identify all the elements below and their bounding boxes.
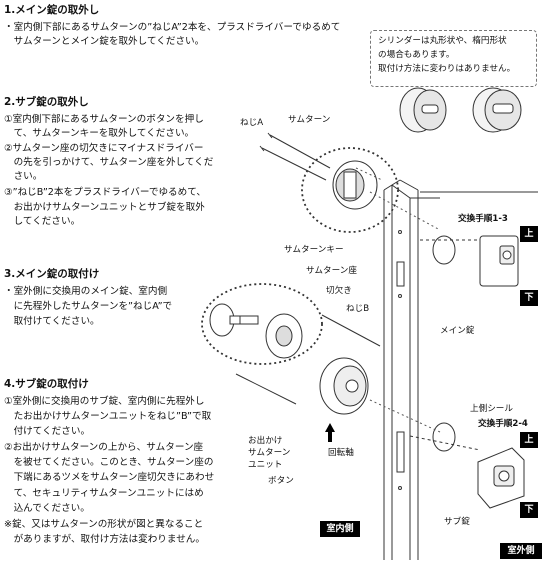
section-4-line: がありますが、取付け方法は変わりません。 bbox=[4, 534, 205, 545]
label-exchange-13: 交換手順1-3 bbox=[458, 214, 508, 224]
section-4-line: 付けてください。 bbox=[4, 426, 91, 437]
badge-top: 上 bbox=[520, 432, 538, 448]
section-1-line: ・室内側下部にあるサムターンの”ねじA”2本を、プラスドライバーでゆるめて bbox=[4, 22, 341, 33]
section-3-line: 取付けてください。 bbox=[4, 316, 100, 327]
cylinder-round-icon bbox=[399, 87, 447, 133]
label-notch: 切欠き bbox=[326, 286, 352, 296]
cylinder-note-line: 取付け方法に変わりはありません。 bbox=[378, 64, 516, 74]
label-screw-b: ねじB bbox=[346, 304, 370, 314]
guide-lines bbox=[355, 167, 441, 433]
highlight-ellipse bbox=[201, 283, 323, 365]
thumbturn-seat-icon bbox=[265, 313, 303, 359]
section-3-line: に先程外したサムターンを”ねじA”で bbox=[4, 301, 173, 312]
label-button: ボタン bbox=[268, 476, 294, 486]
cylinder-oval-icon bbox=[472, 87, 522, 133]
section-2-line: て、サムターンキーを取外してください。 bbox=[4, 128, 195, 139]
section-4-line: ①室外側に交換用のサブ錠、室内側に先程外し bbox=[4, 396, 205, 407]
badge-indoor: 室内側 bbox=[320, 521, 360, 537]
badge-top: 上 bbox=[520, 226, 538, 242]
section-4-line: を被せてください。このとき、サムターン座の bbox=[4, 457, 214, 468]
section-2-line: お出かけサムターンユニットとサブ錠を取外 bbox=[4, 202, 205, 213]
screw-a-icon bbox=[259, 132, 331, 181]
section-4-line: て、セキュリティサムターンユニットにはめ bbox=[4, 488, 204, 499]
up-arrow-icon bbox=[325, 423, 335, 442]
label-rotation-shaft: 回転軸 bbox=[328, 448, 354, 458]
section-4-heading: 4.サブ錠の取付け bbox=[4, 378, 89, 390]
screw-b-icon bbox=[235, 314, 381, 405]
label-sub-lock: サブ錠 bbox=[444, 517, 470, 527]
section-2-line: してください。 bbox=[4, 216, 81, 227]
section-2-line: の先を引っかけて、サムターン座を外してくだ bbox=[4, 157, 214, 168]
label-thumbturn-key: サムターンキー bbox=[284, 245, 344, 255]
section-2-line: ③”ねじB”2本をプラスドライバーでゆるめて、 bbox=[4, 187, 206, 198]
section-2-line: ②サムターン座の切欠きにマイナスドライバー bbox=[4, 143, 204, 154]
section-2-line: さい。 bbox=[4, 171, 43, 182]
section-4-line: たお出かけサムターンユニットをねじ”B”で取 bbox=[4, 411, 212, 422]
label-top-seal: 上側シール bbox=[470, 404, 513, 414]
door-frame bbox=[383, 179, 538, 560]
cylinder-note-line: の場合もあります。 bbox=[378, 50, 455, 60]
section-1-line: サムターンとメイン錠を取外してください。 bbox=[4, 36, 205, 47]
section-3-heading: 3.メイン錠の取付け bbox=[4, 268, 100, 280]
badge-outdoor: 室外側 bbox=[500, 543, 542, 559]
label-screw-a: ねじA bbox=[240, 118, 264, 128]
label-main-lock: メイン錠 bbox=[440, 326, 475, 336]
highlight-ellipse bbox=[301, 147, 399, 233]
thumbturn-icon bbox=[332, 160, 378, 210]
label-odekake: ユニット bbox=[248, 460, 283, 470]
badge-bottom: 下 bbox=[520, 502, 538, 518]
label-odekake: サムターン bbox=[248, 448, 291, 458]
section-4-line: 下端にあるツメをサムターン座切欠きにあわせ bbox=[4, 472, 215, 483]
label-thumbturn-seat: サムターン座 bbox=[306, 266, 357, 276]
cylinder-note-line: シリンダーは丸形状や、楕円形状 bbox=[378, 36, 507, 46]
section-4-line: ②お出かけサムターンの上から、サムターン座 bbox=[4, 442, 204, 453]
label-thumbturn: サムターン bbox=[288, 115, 331, 125]
odekake-unit-icon bbox=[319, 357, 369, 415]
label-odekake: お出かけ bbox=[248, 436, 283, 446]
section-4-line: ※錠、又はサムターンの形状が図と異なること bbox=[4, 519, 204, 530]
section-4-line: 込んでください。 bbox=[4, 503, 90, 514]
section-2-heading: 2.サブ錠の取外し bbox=[4, 96, 89, 108]
main-lock-icon bbox=[420, 235, 519, 287]
thumbturn-key-icon bbox=[209, 303, 259, 337]
cylinder-note bbox=[370, 30, 537, 87]
label-exchange-24: 交換手順2-4 bbox=[478, 419, 528, 429]
section-1-heading: 1.メイン錠の取外し bbox=[4, 4, 100, 16]
badge-bottom: 下 bbox=[520, 290, 538, 306]
section-3-line: ・室外側に交換用のメイン錠、室内側 bbox=[4, 286, 168, 297]
sub-lock-icon bbox=[409, 422, 525, 509]
section-2-line: ①室内側下部にあるサムターンのボタンを押し bbox=[4, 114, 204, 125]
